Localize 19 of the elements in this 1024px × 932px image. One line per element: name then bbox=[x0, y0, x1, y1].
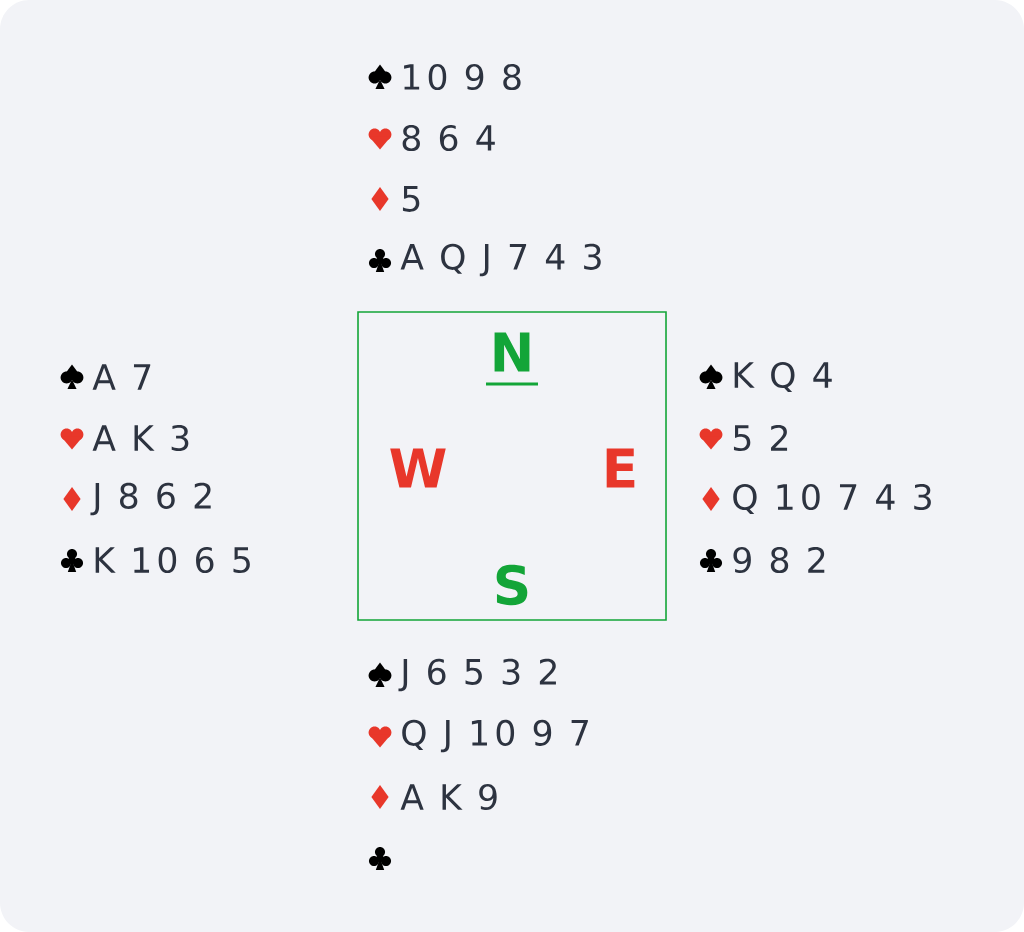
direction-letter: S bbox=[496, 564, 528, 606]
card-list: A 7 bbox=[92, 364, 151, 390]
card-list: K 10 6 5 bbox=[95, 546, 250, 574]
card-list: Q 10 7 4 3 bbox=[733, 483, 931, 515]
card-list: 9 8 2 bbox=[733, 546, 825, 574]
card-list: Q J 10 9 7 bbox=[402, 719, 588, 753]
card-list: 5 2 bbox=[733, 424, 788, 452]
card-list: A Q J 7 4 3 bbox=[400, 243, 601, 277]
direction-letter: W bbox=[390, 448, 446, 488]
card-list: 8 6 4 bbox=[402, 124, 495, 152]
direction-letter: N bbox=[486, 332, 538, 386]
card-list: 5 bbox=[402, 186, 420, 212]
card-list: J 8 6 2 bbox=[90, 482, 211, 516]
card-list: K Q 4 bbox=[734, 361, 832, 393]
card-list: 10 9 8 bbox=[404, 63, 521, 91]
direction-letter: E bbox=[606, 448, 635, 488]
card-list: A K 3 bbox=[92, 424, 189, 452]
card-list: A K 9 bbox=[400, 783, 497, 811]
card-list: J 6 5 3 2 bbox=[398, 658, 556, 692]
